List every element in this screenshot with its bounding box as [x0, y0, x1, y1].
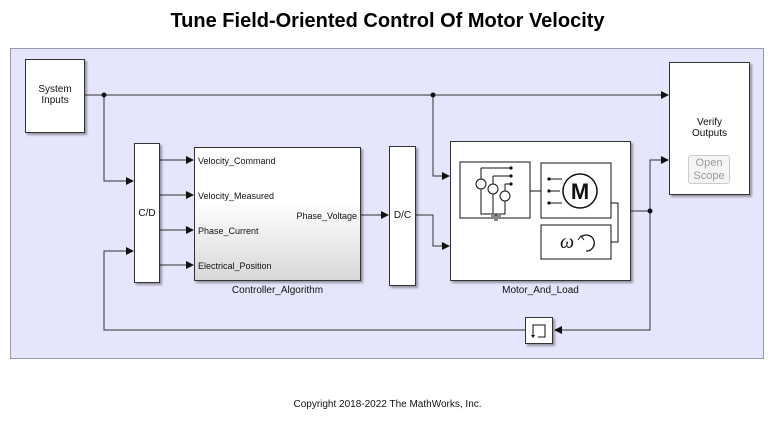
verify-label-2: Outputs: [691, 128, 728, 139]
controller-algorithm-block[interactable]: Velocity_Command Velocity_Measured Phase…: [194, 147, 361, 281]
voltage-source-icon: [475, 167, 619, 243]
wire-delay-to-cd: [103, 247, 525, 331]
open-scope-button[interactable]: Open Scope: [688, 155, 730, 184]
system-inputs-label-2: Inputs: [41, 95, 69, 106]
dc-label: D/C: [393, 210, 412, 221]
motor-and-load-block[interactable]: M ω: [450, 141, 631, 281]
copyright-footer: Copyright 2018-2022 The MathWorks, Inc.: [293, 399, 482, 410]
delay-icon: [531, 324, 546, 338]
rotation-icon: [580, 234, 595, 252]
page-title: Tune Field-Oriented Control Of Motor Vel…: [170, 10, 605, 32]
verify-outputs-block[interactable]: Verify Outputs Open Scope: [669, 62, 750, 195]
motor-glyph: M: [571, 179, 589, 204]
open-scope-label-2: Scope: [693, 170, 725, 182]
branch-point: [430, 92, 436, 98]
cd-label: C/D: [138, 208, 156, 219]
motor-subsystem-icon: M ω: [459, 161, 619, 260]
port-electrical-position: Electrical_Position: [198, 261, 272, 271]
unit-delay-block[interactable]: [525, 317, 553, 344]
motor-icon: [549, 173, 598, 209]
wire-inputs-to-cd: [103, 95, 134, 185]
dc-converter-block[interactable]: D/C: [389, 146, 416, 286]
port-phase-current: Phase_Current: [198, 226, 259, 236]
branch-point: [647, 208, 653, 214]
port-velocity-measured: Velocity_Measured: [198, 191, 275, 201]
cd-converter-block[interactable]: C/D: [134, 143, 160, 283]
open-scope-label-1: Open: [695, 157, 723, 169]
verify-label-1: Verify: [696, 117, 722, 128]
motor-caption: Motor_And_Load: [502, 285, 579, 296]
port-velocity-command: Velocity_Command: [198, 156, 276, 166]
wire-motor-to-delay: [554, 211, 651, 334]
speed-glyph: ω: [560, 231, 574, 253]
port-phase-voltage: Phase_Voltage: [296, 211, 357, 221]
wire-motor-to-verify: [630, 156, 669, 212]
controller-caption: Controller_Algorithm: [231, 285, 324, 296]
branch-point: [101, 92, 107, 98]
system-inputs-block[interactable]: System Inputs: [25, 59, 85, 133]
wire-dc-to-motor: [415, 214, 450, 250]
system-inputs-label-1: System: [38, 84, 72, 95]
wire-inputs-to-motor: [432, 95, 450, 180]
